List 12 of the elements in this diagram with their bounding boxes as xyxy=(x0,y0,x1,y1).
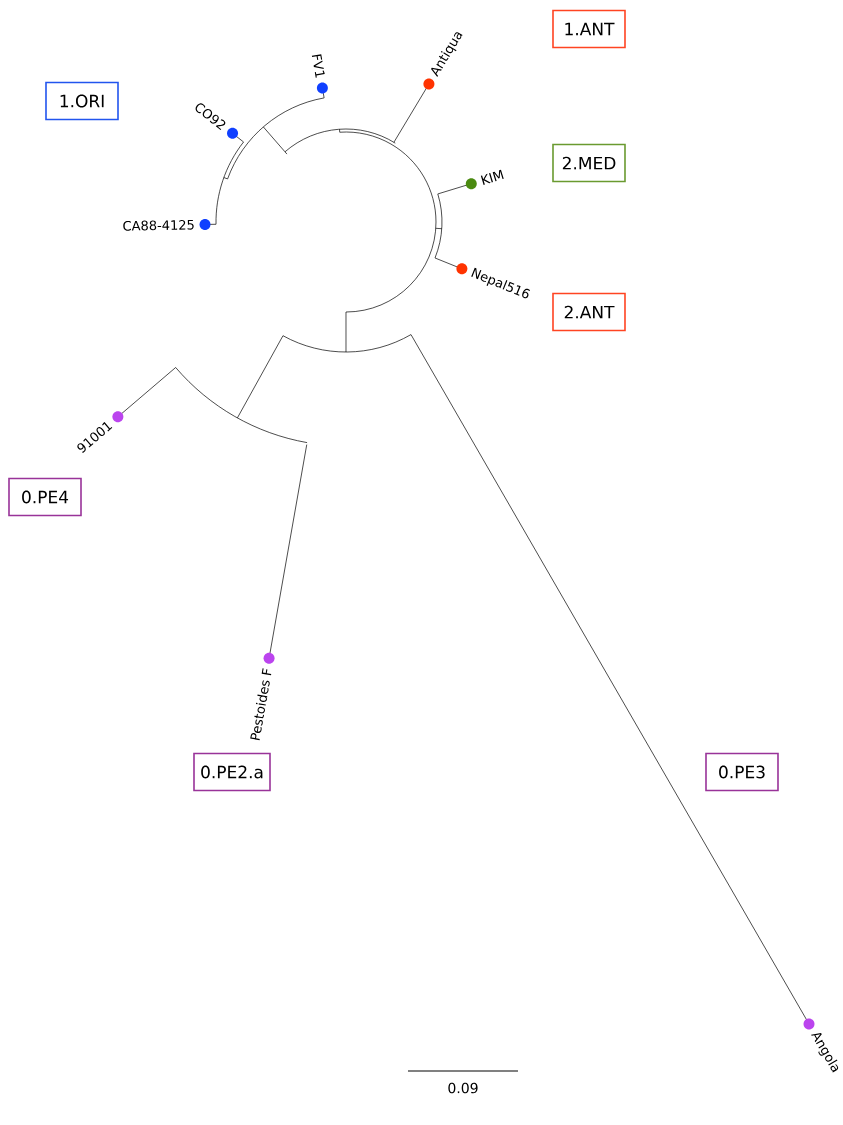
leaf-label: FV1 xyxy=(311,54,325,78)
leaf-label: KIM xyxy=(480,169,504,185)
clade-label-box: 1.ANT xyxy=(552,9,626,49)
leaf-label: CA88-4125 xyxy=(123,219,194,231)
clade-label-box: 0.PE2.a xyxy=(193,752,271,792)
leaf-label: Pestoides F xyxy=(250,668,272,741)
clade-label-box: 2.ANT xyxy=(552,292,626,332)
clade-label-box: 2.MED xyxy=(552,143,626,183)
clade-label-box: 1.ORI xyxy=(45,81,119,121)
scale-value: 0.09 xyxy=(448,1082,478,1094)
clade-label-box: 0.PE4 xyxy=(8,477,82,517)
clade-label-box: 0.PE3 xyxy=(705,752,779,792)
